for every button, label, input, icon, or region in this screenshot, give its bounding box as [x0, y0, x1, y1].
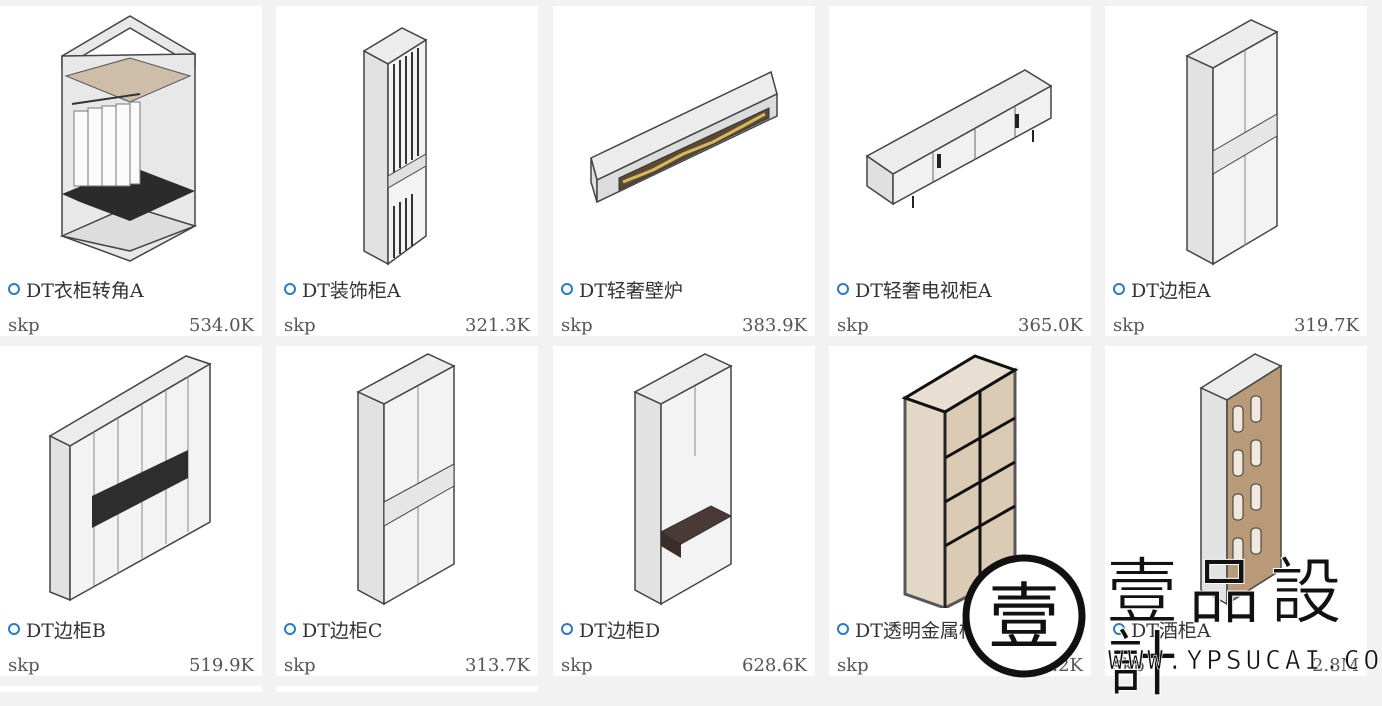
model-thumbnail[interactable] [553, 346, 815, 608]
model-meta: skp 321.3K [284, 312, 530, 338]
model-title[interactable]: DT轻奢电视柜A [837, 276, 992, 302]
model-format: skp [837, 314, 869, 336]
model-size: 319.7K [1294, 314, 1359, 336]
model-card[interactable]: DT透明金属柜 skp 576.2K [829, 346, 1091, 676]
model-card[interactable]: DT边柜D skp 628.6K [553, 346, 815, 676]
model-meta: skp 319.7K [1113, 312, 1359, 338]
model-card[interactable]: DT轻奢电视柜A skp 365.0K [829, 6, 1091, 336]
fireplace-image [590, 70, 778, 204]
model-size: 534.0K [189, 314, 254, 336]
model-title-text[interactable]: DT轻奢电视柜A [855, 279, 992, 302]
model-meta: skp 534.0K [8, 312, 254, 338]
model-title[interactable]: DT边柜C [284, 616, 382, 642]
model-title[interactable]: DT衣柜转角A [8, 276, 144, 302]
model-format: skp [284, 654, 316, 676]
glass-cabinet-image [901, 354, 1019, 608]
model-thumbnail[interactable] [829, 6, 1091, 268]
bullet-icon [284, 283, 296, 295]
model-title[interactable]: DT轻奢壁炉 [561, 276, 683, 302]
model-meta: skp 365.0K [837, 312, 1083, 338]
model-title[interactable]: DT装饰柜A [284, 276, 401, 302]
model-meta: skp 2.8M [1113, 652, 1359, 678]
model-thumbnail[interactable] [276, 6, 538, 268]
model-title-text[interactable]: DT轻奢壁炉 [579, 279, 683, 302]
bullet-icon [561, 283, 573, 295]
model-thumbnail[interactable] [1105, 346, 1367, 608]
bullet-icon [837, 623, 849, 635]
decor-cabinet-image [362, 27, 428, 266]
model-title-text[interactable]: DT边柜D [579, 619, 661, 642]
model-title-text[interactable]: DT边柜A [1131, 279, 1211, 302]
model-card[interactable]: DT装饰柜A skp 321.3K [276, 6, 538, 336]
model-thumbnail[interactable] [0, 346, 262, 608]
model-title-text[interactable]: DT边柜B [26, 619, 106, 642]
model-card[interactable]: DT边柜A skp 319.7K [1105, 6, 1367, 336]
model-meta: skp 628.6K [561, 652, 807, 678]
bullet-icon [1113, 283, 1125, 295]
model-size: 2.8M [1311, 654, 1359, 676]
model-title[interactable]: DT边柜D [561, 616, 660, 642]
bullet-icon [284, 623, 296, 635]
corner-wardrobe-image [59, 15, 198, 262]
model-meta: skp 313.7K [284, 652, 530, 678]
model-title-text[interactable]: DT酒柜A [1131, 619, 1211, 642]
model-format: skp [1113, 314, 1145, 336]
model-thumbnail[interactable] [1105, 6, 1367, 268]
model-card[interactable]: DT边柜B skp 519.9K [0, 346, 262, 676]
model-title-text[interactable]: DT透明金属柜 [855, 619, 978, 642]
model-card[interactable]: DT酒柜A skp 2.8M [1105, 346, 1367, 676]
wide-cabinet-image [48, 355, 212, 602]
model-meta: skp 576.2K [837, 652, 1083, 678]
model-card[interactable]: DT衣柜转角A skp 534.0K [0, 6, 262, 336]
bullet-icon [8, 623, 20, 635]
model-size: 576.2K [1018, 654, 1083, 676]
next-row-card-edge [276, 686, 538, 692]
model-format: skp [1113, 654, 1145, 676]
model-title[interactable]: DT边柜B [8, 616, 106, 642]
model-size: 321.3K [465, 314, 530, 336]
model-title-text[interactable]: DT装饰柜A [302, 279, 401, 302]
next-row-card-edge [0, 686, 262, 692]
model-format: skp [837, 654, 869, 676]
model-title[interactable]: DT透明金属柜 [837, 616, 978, 642]
model-size: 365.0K [1018, 314, 1083, 336]
model-meta: skp 519.9K [8, 652, 254, 678]
model-card[interactable]: DT轻奢壁炉 skp 383.9K [553, 6, 815, 336]
model-title-text[interactable]: DT边柜C [302, 619, 383, 642]
side-cabinet-image [356, 353, 456, 606]
model-thumbnail[interactable] [553, 6, 815, 268]
model-card[interactable]: DT边柜C skp 313.7K [276, 346, 538, 676]
bullet-icon [8, 283, 20, 295]
wine-cabinet-image [1199, 353, 1283, 606]
model-format: skp [8, 314, 40, 336]
bullet-icon [1113, 623, 1125, 635]
model-size: 383.9K [742, 314, 807, 336]
model-title[interactable]: DT酒柜A [1113, 616, 1211, 642]
model-thumbnail[interactable] [0, 6, 262, 268]
model-format: skp [284, 314, 316, 336]
model-size: 313.7K [465, 654, 530, 676]
model-title[interactable]: DT边柜A [1113, 276, 1211, 302]
tv-cabinet-image [865, 69, 1053, 208]
model-thumbnail[interactable] [829, 346, 1091, 608]
bullet-icon [837, 283, 849, 295]
model-size: 628.6K [742, 654, 807, 676]
model-format: skp [561, 654, 593, 676]
model-title-text[interactable]: DT衣柜转角A [26, 279, 144, 302]
side-cabinet-image [1185, 19, 1279, 266]
model-thumbnail[interactable] [276, 346, 538, 608]
model-meta: skp 383.9K [561, 312, 807, 338]
bullet-icon [561, 623, 573, 635]
model-format: skp [8, 654, 40, 676]
bench-cabinet-image [633, 353, 733, 606]
model-format: skp [561, 314, 593, 336]
model-size: 519.9K [189, 654, 254, 676]
